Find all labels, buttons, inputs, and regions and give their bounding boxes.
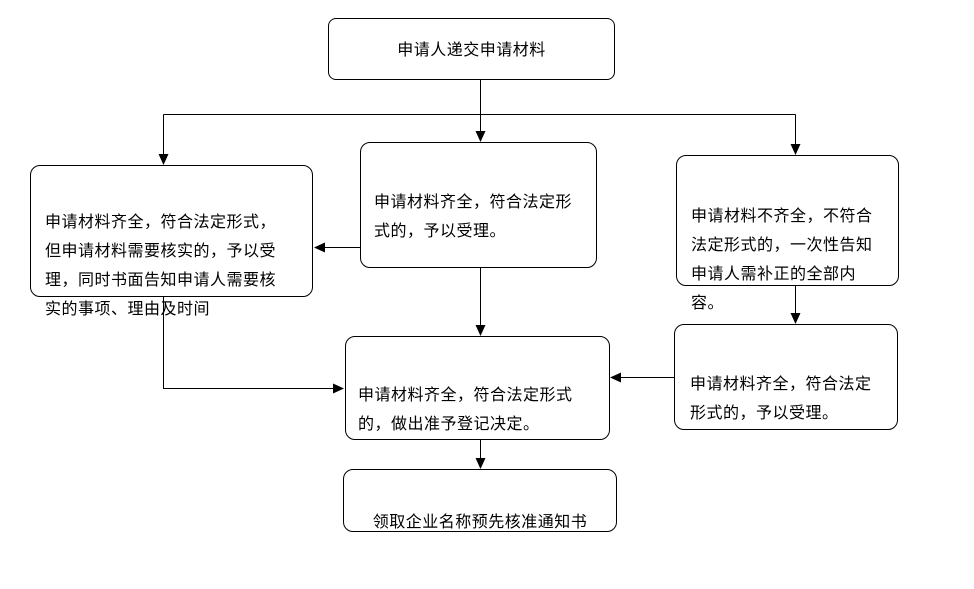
- node-accept-with-verification: 申请材料齐全，符合法定形式， 但申请材料需要核实的，予以受 理，同时书面告知申请…: [30, 165, 313, 318]
- node-label: 申请材料不齐全，不符合 法定形式的，一次性告知 申请人需补正的全部内 容。: [691, 206, 873, 312]
- node-accept-after-correction: 申请材料齐全，符合法定 形式的，予以受理。: [674, 324, 898, 430]
- node-incomplete-materials-notice: 申请材料不齐全，不符合 法定形式的，一次性告知 申请人需补正的全部内 容。: [676, 155, 899, 312]
- node-label: 领取企业名称预先核准通知书: [372, 512, 588, 531]
- node-label: 申请材料齐全，符合法定形式， 但申请材料需要核实的，予以受 理，同时书面告知申请…: [45, 212, 277, 318]
- arrowhead-into-accept-verify-top: [158, 154, 169, 165]
- node-accept-standard: 申请材料齐全，符合法定形 式的，予以受理。: [360, 142, 597, 268]
- arrowhead-into-accept-after-fix: [790, 313, 801, 324]
- arrowhead-into-accept-verify-right: [314, 242, 325, 253]
- node-submit-materials: 申请人递交申请材料: [328, 18, 615, 80]
- node-approval-decision: 申请材料齐全，符合法定形式 的，做出准予登记决定。: [345, 336, 610, 440]
- node-label: 申请人递交申请材料: [397, 39, 546, 59]
- arrowhead-into-incomplete: [790, 144, 801, 155]
- node-label: 申请材料齐全，符合法定形式 的，做出准予登记决定。: [358, 385, 573, 433]
- node-receive-notice: 领取企业名称预先核准通知书: [343, 469, 617, 532]
- arrowhead-into-decision-top: [475, 325, 486, 336]
- arrowhead-into-decision-right: [610, 372, 621, 383]
- node-label: 申请材料齐全，符合法定 形式的，予以受理。: [690, 374, 872, 422]
- arrowhead-into-decision-left: [333, 383, 344, 394]
- arrowhead-into-accept-direct: [475, 131, 486, 142]
- arrowhead-into-receive: [475, 458, 486, 469]
- node-label: 申请材料齐全，符合法定形 式的，予以受理。: [374, 192, 573, 240]
